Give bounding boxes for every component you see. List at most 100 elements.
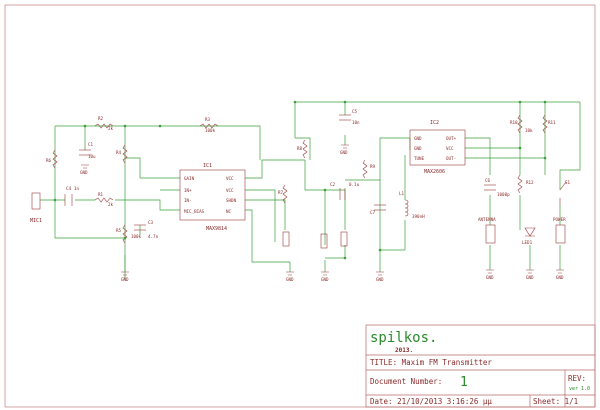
label-r10: R10 [510, 120, 518, 125]
revision-label: REV: [568, 374, 586, 383]
label-r11: R11 [548, 120, 556, 125]
mic-connector [31, 192, 41, 210]
ic1-pin-r3: SHDN [226, 198, 237, 203]
label-r2: R2 [98, 116, 104, 121]
ic1-pin-labels: GAIN IN+ IN- MIC_BIAS VCC VCC SHDN NC [184, 176, 237, 214]
ic2-pin-r3: OUT- [446, 156, 456, 161]
brand-year: 2013. [395, 347, 413, 354]
resistor-r4 [122, 144, 128, 164]
ic2-pin-l2: GND [414, 146, 422, 151]
label-c7: C7 [370, 210, 376, 215]
trimmer-left [282, 231, 290, 247]
gnd-symbol-5 [486, 269, 494, 274]
antenna-connector [485, 224, 496, 244]
title-block [365, 324, 596, 408]
gnd-symbol-2 [286, 271, 294, 276]
label-gnd-3: GND [321, 277, 329, 282]
label-c3-val: 4.7n [148, 234, 159, 239]
ic1-pin-l4: MIC_BIAS [184, 209, 205, 214]
ic1-pin-r2: VCC [226, 188, 234, 193]
label-r8: R8 [297, 146, 303, 151]
ic2-pin-l1: GND [414, 136, 422, 141]
capacitor-c1 [79, 149, 91, 156]
gnd-symbol-9 [341, 144, 349, 149]
resistor-r5 [122, 224, 128, 244]
ic2-pin-labels: GND GND TUNE OUT+ VCC OUT- [414, 136, 457, 161]
resistor-r2 [94, 123, 114, 129]
ic2-pin-l3: TUNE [414, 156, 425, 161]
label-gnd-1: GND [121, 277, 129, 282]
gnd-symbol-7 [556, 269, 564, 274]
label-l1: L1 [399, 191, 405, 196]
label-gnd-6: GND [526, 275, 534, 280]
ic2-pin-r2: VCC [446, 146, 454, 151]
resistor-r10 [517, 114, 523, 134]
resistor-r12 [517, 174, 523, 194]
label-antenna: ANTENNA [478, 217, 496, 222]
label-led: LED1 [522, 240, 533, 245]
wires [40, 101, 581, 280]
capacitor-c5 [339, 114, 351, 121]
ic1-pin-l1: GAIN [184, 176, 195, 181]
resistor-r3 [199, 123, 219, 129]
label-gnd-4: GND [376, 277, 384, 282]
ic1-pin-r1: VCC [226, 176, 234, 181]
ic2-pin-r1: OUT+ [446, 136, 457, 141]
trimmer-right [340, 231, 348, 247]
label-r6: R6 [46, 158, 52, 163]
label-ic1: IC1 [203, 163, 212, 169]
label-c6-val: 1000p [497, 192, 510, 197]
label-s1: S1 [565, 180, 571, 185]
gnd-symbol-1 [121, 271, 129, 276]
label-c3: C3 [148, 220, 154, 225]
resistor-r6 [52, 149, 58, 169]
label-c2-val: 0.1u [349, 182, 360, 187]
resistor-r8 [302, 139, 308, 159]
label-gnd-9: GND [340, 150, 348, 155]
sheet-number: Sheet: 1/1 [533, 397, 578, 406]
label-gnd-2: GND [286, 277, 294, 282]
capacitor-c3 [134, 224, 146, 231]
label-r3: R3 [205, 117, 211, 122]
capacitor-c7 [374, 204, 386, 211]
label-r1-val: 2k [108, 202, 114, 207]
ic1-pin-l3: IN- [184, 198, 192, 203]
label-r3-val: 100k [205, 128, 216, 133]
resistor-r11 [542, 114, 548, 134]
label-ic2-part: MAX2606 [424, 169, 445, 175]
gnd-symbol-8 [81, 164, 89, 169]
drawing-title: TITLE: Maxim FM Transmitter [370, 358, 492, 367]
label-c4-val: 1n [74, 186, 80, 191]
label-c2: C2 [330, 182, 336, 187]
ic2-body [409, 129, 466, 166]
document-number: 1 [460, 375, 468, 390]
components [31, 114, 567, 276]
label-r10-val: 10k [525, 128, 533, 133]
label-ic2: IC2 [430, 120, 439, 126]
led-symbol [524, 227, 536, 237]
capacitor-c2 [339, 188, 346, 200]
resistor-r7 [282, 184, 288, 204]
resistor-r9 [362, 159, 368, 179]
capacitor-c6 [484, 184, 496, 191]
label-c1: C1 [88, 142, 94, 147]
label-ic1-part: MAX9814 [206, 226, 227, 232]
frame [4, 4, 596, 408]
label-gnd-5: GND [486, 275, 494, 280]
label-gnd-7: GND [556, 275, 564, 280]
power-connector [555, 224, 566, 244]
junctions [53, 100, 547, 260]
label-c1-val: 10u [88, 154, 96, 159]
label-mic: MIC1 [30, 218, 42, 224]
label-l1-val: 390nH [412, 214, 425, 219]
ic1-body [179, 169, 246, 221]
component-labels: MIC1 IC1 MAX9814 IC2 MAX2606 C1 10u C4 1… [30, 109, 571, 282]
label-r12: R12 [526, 180, 534, 185]
drawing-date: Date: 21/10/2013 3:16:26 μμ [370, 397, 492, 406]
brand-name: spilkos. [370, 330, 437, 346]
gnd-symbol-6 [526, 269, 534, 274]
revision-value: ver 1.0 [569, 386, 590, 392]
ic1-pin-r4: NC [226, 209, 232, 214]
inductor-l1 [404, 199, 409, 217]
ic1-pin-l2: IN+ [184, 188, 192, 193]
